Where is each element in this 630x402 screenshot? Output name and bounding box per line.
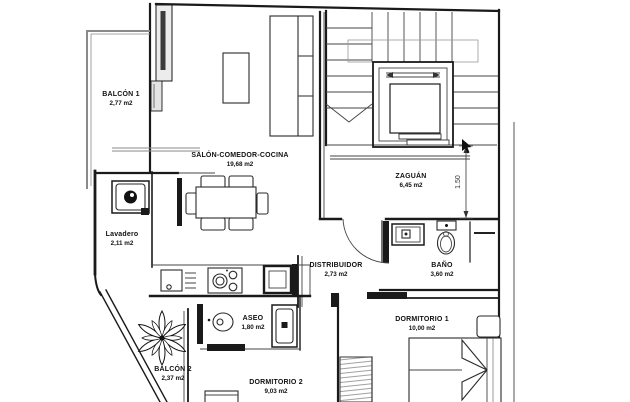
kitchen-sink-icon [160,269,196,292]
room-area: 3,60 m2 [430,271,454,278]
bed-icon [408,337,502,402]
room-label-lavadero: Lavadero 2,11 m2 [106,231,139,247]
hatched-stairwell [339,356,373,402]
cursor-pointer-icon [462,139,472,154]
room-name: ZAGUÁN [395,171,426,180]
room-area: 9,03 m2 [264,388,288,395]
room-area: 10,00 m2 [409,325,436,332]
chair-icon [228,175,254,189]
toilet-icon [436,220,457,255]
room-name: ASEO [243,315,264,322]
lavadero-door-leaf [177,178,182,226]
room-label-balcon-1: BALCÓN 1 2,77 m2 [102,89,139,107]
walls [93,2,515,402]
room-area: 2,73 m2 [324,271,348,278]
room-label-balcon-2: BALCÓN 2 2,37 m2 [154,364,191,382]
room-area: 6,45 m2 [399,182,423,189]
toilet-icon [207,312,234,332]
nightstand-icon [476,315,501,338]
room-name: Lavadero [106,231,139,238]
chair-icon [200,175,226,189]
desk-icon [204,390,239,402]
entrance-door [342,218,390,264]
room-label-distribuidor: DISTRIBUIDOR 2,73 m2 [310,262,363,278]
dimension-label: 1.50 [455,175,462,189]
room-name: DORMITORIO 1 [395,316,449,323]
balcony-railing [86,30,150,189]
sliding-window-panel [150,4,173,112]
plant-icon [137,309,187,367]
room-label-dormitorio-2: DORMITORIO 2 9,03 m2 [249,379,303,395]
fridge-icon [262,264,293,295]
dimension-stair-opening: 1.50 [455,145,473,219]
aseo-sliding-door [207,344,245,351]
chair-icon [200,217,226,231]
sofa-icon [269,15,314,137]
chair-icon [228,217,254,231]
room-area: 19,68 m2 [227,161,254,168]
staircase-icon [325,12,498,125]
room-name: DORMITORIO 2 [249,379,303,386]
room-name: DISTRIBUIDOR [310,262,363,269]
dormitorio1-sliding-door [367,292,407,299]
elevator-icon [372,61,454,148]
chair-icon [185,192,198,215]
chair-icon [256,192,269,215]
bathroom-sink-icon [391,223,425,246]
room-label-aseo: ASEO 1,80 m2 [241,315,265,331]
room-name: BALCÓN 1 [102,89,139,98]
room-label-bano: BAÑO 3,60 m2 [430,260,454,278]
dining-set [185,175,269,231]
room-area: 2,11 m2 [111,240,134,247]
room-label-zaguan: ZAGUÁN 6,45 m2 [395,171,426,189]
coffee-table-icon [222,52,250,104]
cooktop-icon [207,267,243,294]
shower-icon [271,304,298,348]
room-area: 2,77 m2 [109,100,133,107]
room-name: BALCÓN 2 [154,364,191,373]
room-name: BAÑO [431,260,453,269]
room-label-dormitorio-1: DORMITORIO 1 10,00 m2 [395,316,449,332]
room-area: 1,80 m2 [241,324,265,331]
room-name: SALÓN-COMEDOR-COCINA [191,150,288,159]
room-label-salon: SALÓN-COMEDOR-COCINA 19,68 m2 [191,150,288,168]
washing-machine-icon [111,180,150,215]
dining-table-icon [195,186,257,219]
room-area: 2,37 m2 [161,375,185,382]
